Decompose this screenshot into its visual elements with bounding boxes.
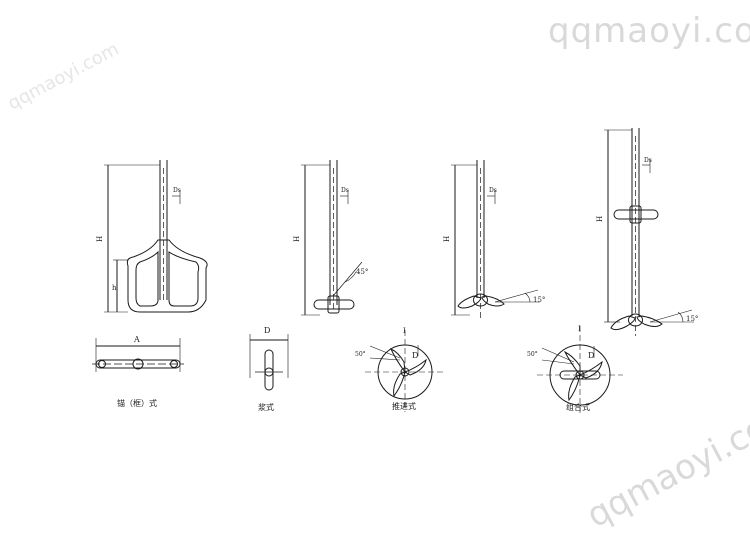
propeller-50-label: 50° xyxy=(355,351,366,358)
paddle-top-view xyxy=(249,334,289,391)
propeller-side-view xyxy=(451,160,540,318)
paddle-ds-label: Ds xyxy=(341,187,349,194)
paddle-side-view xyxy=(301,160,363,316)
anchor-caption: 锚（框）式 xyxy=(117,398,157,408)
combined-angle-label: 15° xyxy=(686,315,698,323)
anchor-top-view xyxy=(92,338,184,372)
watermark-top-right: qqmaoyi.com xyxy=(548,11,750,51)
combined-d-label: D xyxy=(588,351,594,360)
propeller-ds-label: Ds xyxy=(489,187,497,194)
anchor-h-label: H xyxy=(96,236,104,242)
combined-ds-label: Ds xyxy=(644,157,652,164)
anchor-small-h-label: h xyxy=(112,284,117,292)
propeller-i-label: I xyxy=(403,327,406,335)
anchor-ds-label: Ds xyxy=(173,187,181,194)
combined-caption: 组合式 xyxy=(566,402,590,412)
combined-50-label: 50° xyxy=(527,351,538,358)
paddle-h-label: H xyxy=(293,236,301,242)
anchor-a-label: A xyxy=(133,335,140,344)
combined-side-view xyxy=(604,128,694,336)
paddle-d-label: D xyxy=(264,326,270,335)
anchor-side-view xyxy=(104,160,208,313)
combined-top-view xyxy=(537,326,623,414)
propeller-caption: 推进式 xyxy=(392,401,416,411)
paddle-caption: 浆式 xyxy=(258,402,274,412)
propeller-top-view xyxy=(365,330,445,412)
watermark-bottom-right: qqmaoyi.com xyxy=(580,392,750,536)
propeller-h-label: H xyxy=(443,236,451,242)
propeller-angle-label: 15° xyxy=(533,296,545,304)
combined-i-label: I xyxy=(578,325,581,333)
watermark-top-left: qqmaoyi.com xyxy=(4,38,122,114)
combined-h-label: H xyxy=(596,216,604,222)
paddle-angle-label: 45° xyxy=(356,268,368,276)
propeller-d-label: D xyxy=(412,351,418,360)
